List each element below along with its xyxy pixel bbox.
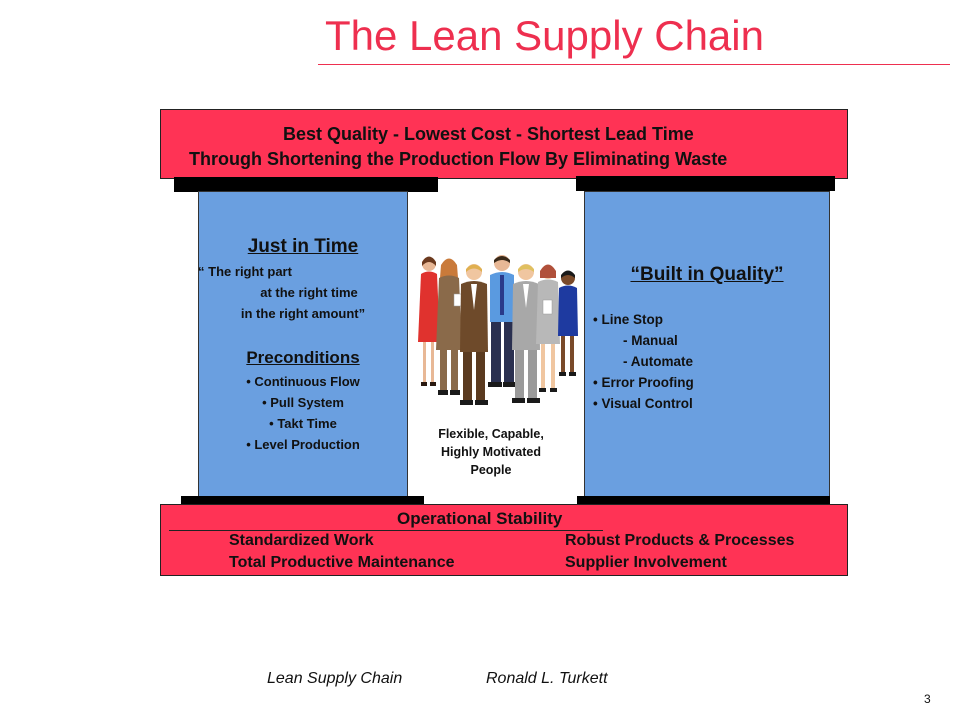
person-figure [460,264,488,405]
biq-subitem: - Automate [623,354,693,369]
person-figure [558,270,578,376]
biq-heading: “Built in Quality” [630,264,784,285]
precondition-item: • Takt Time [269,416,337,431]
biq-subitem: - Manual [623,333,678,348]
jit-quote-line-2: at the right time [260,285,358,300]
slide-title: The Lean Supply Chain [325,12,764,59]
footer-presentation-title: Lean Supply Chain [267,670,403,687]
jit-quote-line-1: “ The right part [198,264,292,279]
people-caption-line-3: People [470,463,512,477]
foundation-item: Robust Products & Processes [565,532,795,549]
person-figure [418,256,440,386]
person-figure [436,258,463,395]
people-illustration [418,255,578,405]
foundation-item: Standardized Work [229,532,374,549]
biq-item: • Error Proofing [593,375,694,390]
foundation-title-rule [169,530,603,531]
built-in-quality-pillar: “Built in Quality” • Line Stop - Manual … [584,191,830,497]
biq-item: • Visual Control [593,396,693,411]
biq-item: • Line Stop [593,312,663,327]
footer-author: Ronald L. Turkett [486,670,608,687]
roof-line-1: Best Quality - Lowest Cost - Shortest Le… [283,124,694,144]
preconditions-heading: Preconditions [246,348,360,367]
people-caption-line-1: Flexible, Capable, [438,427,544,441]
just-in-time-pillar: Just in Time “ The right part at the rig… [198,191,408,497]
person-figure [488,255,517,387]
person-figure [536,264,560,392]
people-caption: Flexible, Capable, Highly Motivated Peop… [418,425,564,479]
foundation-title: Operational Stability [397,509,563,528]
house-foundation: Operational Stability Standardized Work … [160,504,848,576]
right-pillar-base [577,496,830,504]
right-pillar-cap [576,176,835,191]
person-figure [512,264,540,403]
foundation-item: Total Productive Maintenance [229,554,455,571]
people-caption-line-2: Highly Motivated [440,445,541,459]
left-pillar-base [181,496,424,504]
precondition-item: • Level Production [246,437,360,452]
precondition-item: • Pull System [262,395,344,410]
title-underline [318,64,950,65]
slide-number: 3 [924,692,931,706]
foundation-item: Supplier Involvement [565,554,727,571]
left-pillar-cap [174,177,438,192]
roof-line-2: Through Shortening the Production Flow B… [189,149,728,169]
jit-heading: Just in Time [247,236,359,257]
house-roof: Best Quality - Lowest Cost - Shortest Le… [160,109,848,179]
precondition-item: • Continuous Flow [246,374,360,389]
jit-quote-line-3: in the right amount” [240,306,366,321]
